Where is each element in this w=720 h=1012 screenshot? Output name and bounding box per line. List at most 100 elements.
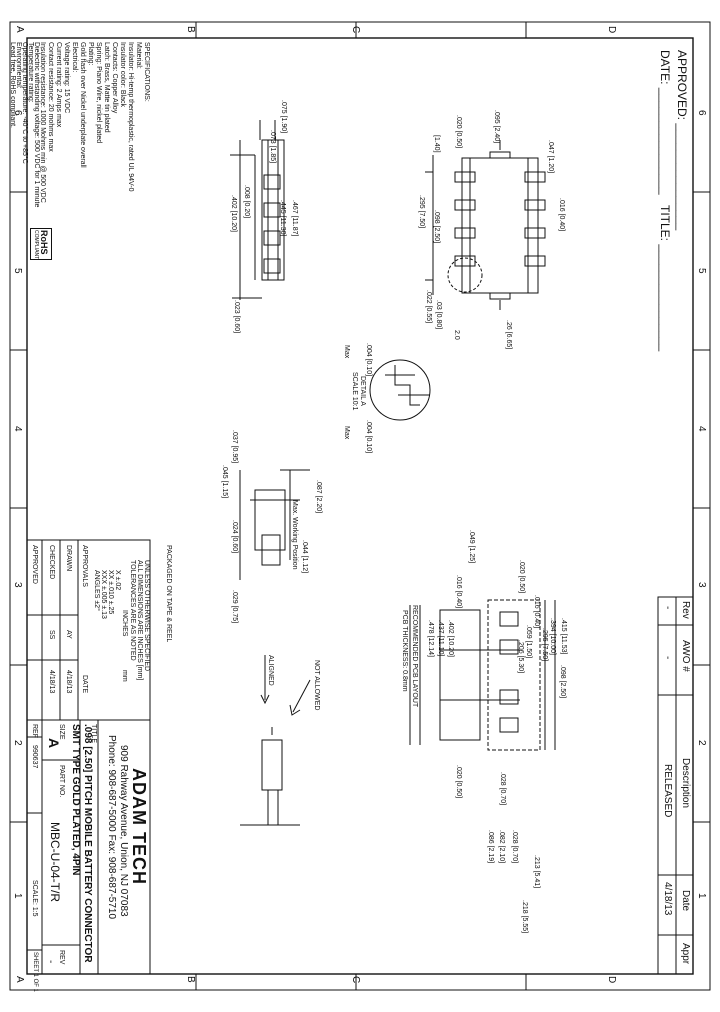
pcb-layout-label: RECOMMENDED PCB LAYOUT (411, 605, 418, 708)
zone-number-4-right: 4 (696, 426, 707, 432)
ref-value: 990637 (31, 745, 38, 769)
tol-header: UNLESS OTHERWISE SPECIFIED (143, 560, 150, 672)
tol-header: TOLERANCES ARE AS NOTED (129, 560, 136, 661)
spec-line: Operating temperature: -40°C to +85°C (21, 42, 28, 164)
dim-label: .047 [1.20] (547, 140, 554, 174)
dim-label: .098 [2.50] (433, 210, 440, 244)
zone-letter-left-c: C (350, 26, 361, 34)
dim-label: .029 [0.75] (231, 590, 238, 624)
dim-label: .028 [0.70] (511, 830, 518, 864)
spec-line: Environmental: (15, 42, 22, 89)
dim-label: .402 [10.20] (447, 620, 454, 657)
zone-letter-right-d: D (606, 976, 617, 984)
detail-a-label: DETAIL A (359, 376, 366, 406)
drawn-date: 4/18/13 (65, 670, 72, 694)
spec-line: Dielectric withstanding voltage: 500 VDC… (33, 42, 40, 208)
zone-letter-right-b: B (185, 976, 196, 983)
dim-label: .016 [0.40] (455, 575, 462, 609)
end-view-outline (239, 469, 310, 580)
description-header: Description (680, 758, 691, 809)
dim-label: .049 [1.25] (468, 530, 475, 564)
dim-label: .022 [0.55] (425, 290, 432, 324)
awo-value: - (662, 656, 673, 660)
checked-label: CHECKED (48, 545, 55, 580)
zone-number-4-left: 4 (12, 426, 23, 432)
spec-line: Contacts: Copper Alloy (111, 42, 118, 114)
dim-label: .295 [7.50] (541, 628, 548, 662)
dim-label: .044 [1.12] (301, 540, 308, 574)
pcb-thickness-note: PCB THICKNESS: 0.8mm (401, 610, 408, 692)
dim-label: .087 [2.20] (315, 480, 322, 514)
title-line: TITLE: ________________ (658, 205, 672, 352)
zone-number-1-left: 1 (12, 893, 23, 899)
zone-number-1-right: 1 (696, 893, 707, 899)
dim-label: .394 [10.00] (549, 618, 556, 655)
rev-number: - (45, 960, 56, 964)
tol-header: INCHES (121, 610, 128, 637)
rev-value: - (662, 606, 673, 610)
dim-label: .028 [0.70] (499, 772, 506, 806)
spec-line: Insulator: Hi-temp thermoplastic, rated … (127, 42, 134, 192)
aligned-arrow-label: ALIGNED (267, 655, 274, 686)
dim-label: .295 [7.50] (418, 195, 425, 229)
spec-line: Electrical: (71, 42, 78, 73)
company-phone: Phone: 908-687-5000 Fax: 908-687-5710 (106, 735, 117, 920)
part-label: PART NO. (58, 765, 65, 798)
spec-line: Insulation resistance: 1000 Mohms min @ … (39, 42, 46, 203)
rohs-text: RoHS (39, 230, 49, 255)
date-line: DATE: ________________ (658, 50, 672, 195)
spec-line: Contact resistance: 20 mohms max (47, 42, 54, 152)
ref-label: REF (31, 724, 38, 738)
company-name: ADAM TECH (129, 768, 149, 885)
tol-row: XX ±.010 ±.25 (107, 570, 114, 615)
date-value: 4/18/13 (662, 882, 673, 916)
zone-number-2-right: 2 (696, 740, 707, 746)
dim-label: .415 [11.53] (560, 618, 567, 655)
dim-label: .213 [5.41] (533, 855, 540, 889)
dim-label: .445 [11.30] (279, 200, 286, 237)
packaged-note: PACKAGED ON TAPE & REEL (165, 545, 172, 643)
spec-line: Plating: (87, 42, 94, 66)
drawn-label: DRAWN (65, 545, 72, 572)
dim-label: Max (343, 426, 350, 440)
dim-label: .059 [1.50] (525, 625, 532, 659)
spec-line: Temperature rating: (27, 42, 34, 103)
top-view-outline (425, 140, 546, 310)
dim-label: .075 [1.90] (280, 100, 287, 134)
dim-label: .016 [0.40] (533, 595, 540, 629)
side-view-outline (230, 120, 285, 300)
zone-letter-left-a: A (14, 26, 25, 33)
dim-label: .437 [11.10] (437, 620, 444, 657)
bottom-view-outline (409, 599, 556, 751)
appr-header: Appr (680, 943, 691, 965)
dim-label: .045 [1.15] (221, 465, 228, 499)
zone-letter-left-b: B (185, 26, 196, 33)
rev-header: Rev (680, 601, 691, 619)
company-address: 909 Rahway Avenue, Union, NJ 07083 (118, 745, 129, 917)
dim-label: 2.0 (453, 330, 460, 340)
rohs-stamp (30, 228, 52, 260)
dim-label: .004 [0.10] (365, 343, 372, 377)
dim-label: .016 [0.40] (558, 198, 565, 232)
zone-number-6-right: 6 (696, 110, 707, 116)
detail-a-scale: SCALE 10:1 (351, 372, 358, 411)
zone-letter-right-a: A (14, 976, 25, 983)
spec-line: Spring: Piano Wire, nickel plated (95, 42, 102, 144)
dim-label: .023 [0.60] (233, 300, 240, 334)
description-value: RELEASED (662, 764, 673, 818)
dim-label: .467 [11.87] (291, 200, 298, 237)
approved-line: APPROVED: ________________ (675, 50, 689, 231)
zone-letter-left-d: D (606, 26, 617, 34)
date-col-label: DATE (81, 675, 88, 694)
approvals-label: APPROVALS (81, 545, 88, 587)
not-allowed-arrow-label: NOT ALLOWED (313, 660, 320, 711)
approved-label: APPROVED (31, 545, 38, 584)
spec-line: Lead free, RoHS compliant. (9, 42, 16, 128)
zone-number-5-left: 5 (12, 268, 23, 274)
tol-row: X ±.02 (114, 570, 121, 591)
dim-label: .098 [2.50] (559, 665, 566, 699)
drawn-name: AY (65, 630, 72, 639)
drawing-title-1: .098 [2.50] PITCH MOBILE BATTERY CONNECT… (82, 724, 93, 963)
